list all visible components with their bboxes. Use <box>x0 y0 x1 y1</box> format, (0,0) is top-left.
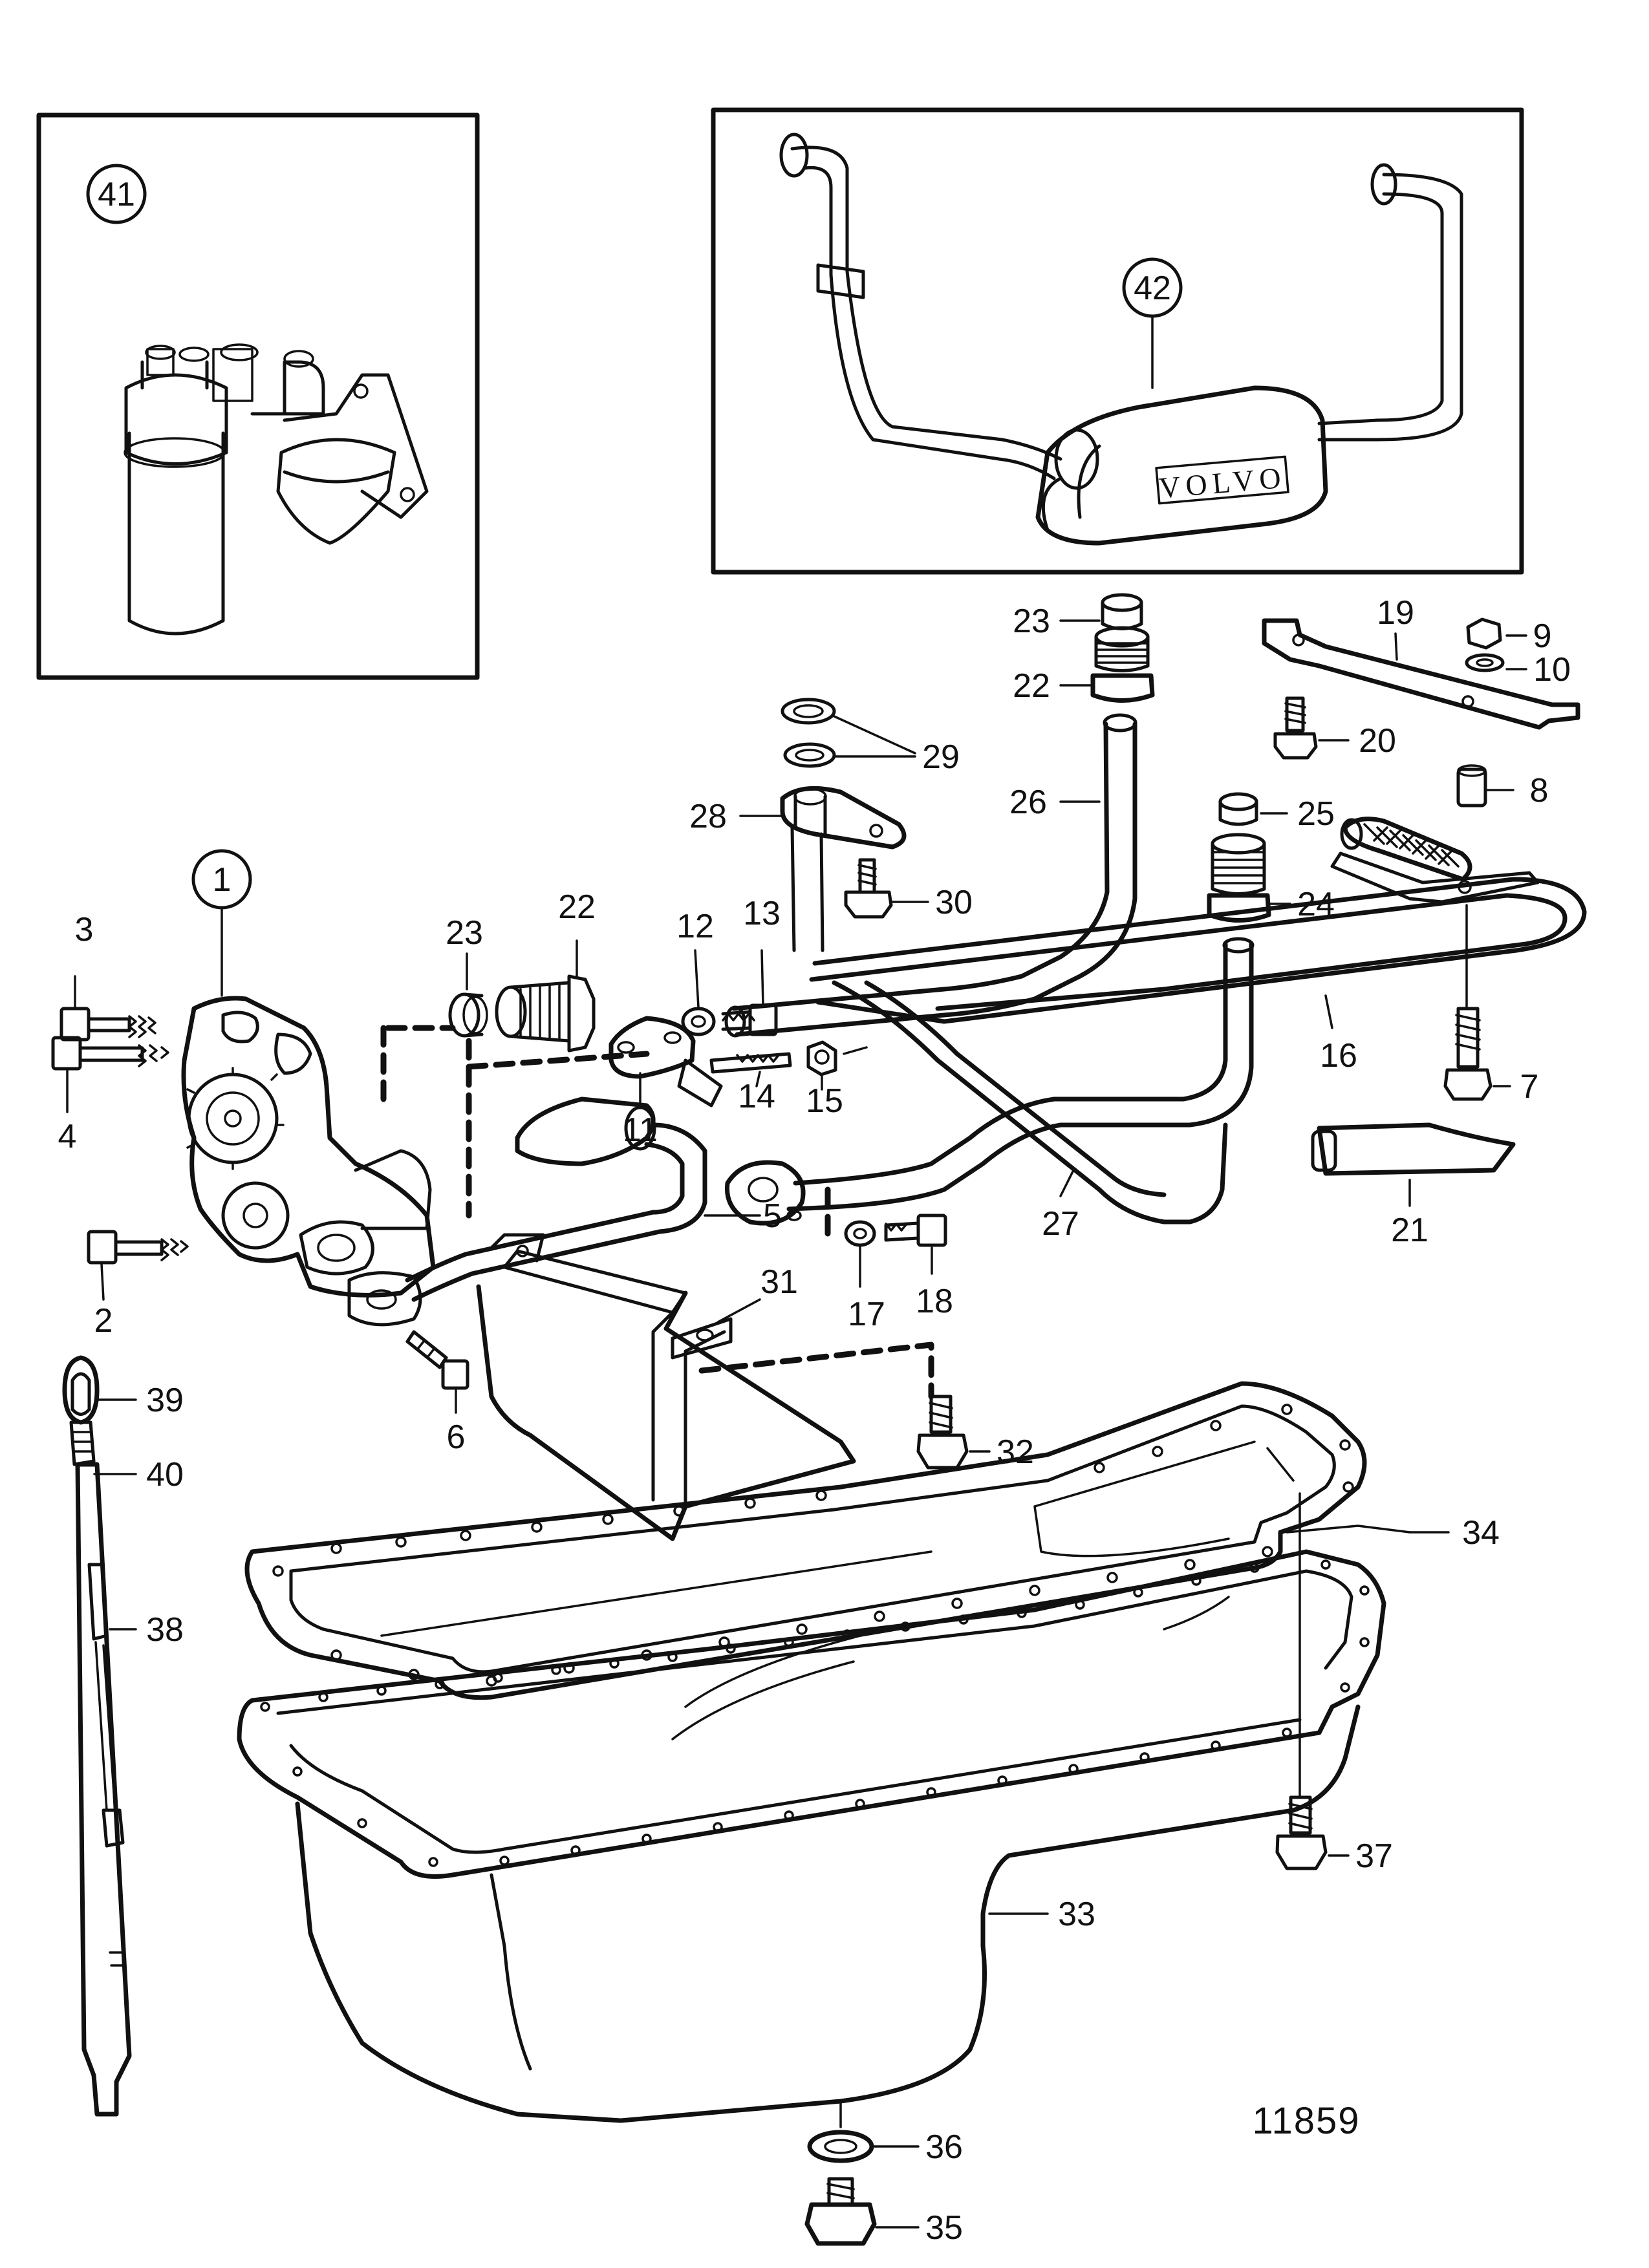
bolt-30: 30 <box>844 858 973 921</box>
callout-14: 14 <box>738 1078 775 1115</box>
callout-4: 4 <box>58 1118 77 1155</box>
union-fitting-22-right: 22 <box>1013 626 1155 705</box>
callout-40: 40 <box>146 1456 184 1493</box>
pipe-5-flange <box>347 1271 422 1327</box>
callout-27: 27 <box>1042 1205 1079 1243</box>
callout-17: 17 <box>848 1296 885 1333</box>
dipstick-assembly: 39 40 38 <box>62 1355 184 2117</box>
suction-pipe-5: 5 <box>347 1097 782 1327</box>
pump-gear-lower <box>221 1181 290 1250</box>
washers-29: 29 <box>781 698 960 776</box>
callout-10: 10 <box>1533 651 1571 689</box>
nut-9: 9 <box>1466 617 1552 655</box>
pipe-bracket-31: 31 <box>476 1249 856 1541</box>
seal-ring-23-left: 23 <box>446 914 488 1038</box>
callout-32: 32 <box>997 1433 1034 1471</box>
bolt-3: 3 <box>59 911 156 1042</box>
dipstick-tube-38 <box>75 1462 132 2117</box>
callout-6: 6 <box>447 1418 466 1456</box>
callout-33: 33 <box>1058 1896 1095 1933</box>
callout-2: 2 <box>94 1302 113 1340</box>
callout-12: 12 <box>676 908 714 945</box>
washer-36: 36 <box>807 2100 963 2166</box>
washer-12: 12 <box>676 908 716 1036</box>
callout-1: 1 <box>213 861 232 899</box>
callout-22-right: 22 <box>1013 667 1050 705</box>
dipstick-seal-40 <box>69 1420 96 1466</box>
bolt-18: 18 <box>884 1214 953 1320</box>
clamp-28: 28 <box>689 786 907 850</box>
callout-18: 18 <box>916 1283 953 1320</box>
callout-28: 28 <box>689 798 727 835</box>
callout-41: 41 <box>98 176 135 213</box>
callout-42: 42 <box>1134 270 1171 307</box>
inset-42-oil-cooler: 42 VOLVO <box>711 107 1524 575</box>
filter-canister <box>127 431 225 636</box>
washer-17: 17 <box>844 1220 885 1333</box>
inset-42-frame <box>711 107 1524 575</box>
stud-14: 14 <box>709 1052 792 1115</box>
nut-15: 15 <box>806 1040 868 1120</box>
callout-21: 21 <box>1391 1212 1428 1249</box>
callout-9: 9 <box>1533 617 1552 655</box>
washer-10: 10 <box>1465 651 1571 689</box>
cooler-body <box>1035 385 1328 546</box>
callout-16: 16 <box>1320 1037 1357 1075</box>
callout-35: 35 <box>925 2209 963 2247</box>
cooler-pipe-left <box>790 145 1062 461</box>
sealant-tube-21: 21 <box>1311 1122 1516 1249</box>
oil-pump-body <box>181 996 436 1298</box>
oil-pan-33: 33 <box>237 1549 1386 2123</box>
inset-41-oil-filter: 41 <box>36 112 480 680</box>
callout-38: 38 <box>146 1611 184 1649</box>
bolt-7: 7 <box>1443 904 1539 1106</box>
bolt-6: 6 <box>405 1330 469 1456</box>
callout-30: 30 <box>935 884 973 921</box>
callout-19: 19 <box>1377 594 1414 632</box>
cooler-pipe-right <box>1317 173 1463 442</box>
callout-34: 34 <box>1462 1514 1500 1552</box>
pipe-16: 16 <box>809 877 1587 1075</box>
protective-hose <box>1342 817 1472 882</box>
seal-ring-25: 25 <box>1218 792 1335 833</box>
suction-strainer <box>515 1097 656 1166</box>
callout-26: 26 <box>1009 784 1047 821</box>
filter-head <box>283 373 429 519</box>
callout-23-left: 23 <box>446 914 483 952</box>
callout-15: 15 <box>806 1082 843 1120</box>
bolt-37: 37 <box>1275 1492 1393 1875</box>
callout-29: 29 <box>922 738 960 776</box>
callout-23-right: 23 <box>1013 603 1050 640</box>
callout-circle-41 <box>86 164 147 224</box>
callout-36: 36 <box>925 2128 963 2166</box>
drain-plug-35: 35 <box>804 2177 963 2247</box>
seal-ring-23-right: 23 <box>1013 593 1143 640</box>
dipstick-handle-39 <box>62 1355 100 1425</box>
hose-sleeve-8: 8 <box>1330 764 1549 904</box>
callout-7: 7 <box>1520 1068 1539 1106</box>
callout-22-left: 22 <box>558 888 596 926</box>
bolt-2: 2 <box>87 1230 189 1340</box>
callout-5: 5 <box>763 1197 782 1235</box>
oil-pan-gasket-34: 34 <box>244 1381 1500 1700</box>
bolt-13: 13 <box>721 895 781 1036</box>
callout-39: 39 <box>146 1382 184 1419</box>
callout-31: 31 <box>760 1263 798 1301</box>
bolt-4: 4 <box>51 1036 169 1155</box>
oil-pump-assembly: 1 <box>181 849 436 1298</box>
callout-3: 3 <box>75 911 94 948</box>
callout-20: 20 <box>1359 722 1396 760</box>
pump-gear-upper <box>187 1073 279 1164</box>
bracket-19: 19 <box>1262 594 1580 730</box>
callout-13: 13 <box>743 895 781 932</box>
callout-8: 8 <box>1530 772 1549 809</box>
bolt-20: 20 <box>1273 696 1396 760</box>
callout-37: 37 <box>1355 1837 1393 1875</box>
alignment-dashes <box>380 1025 934 1400</box>
drawing-number: 11859 <box>1253 2100 1361 2142</box>
inset-41-frame <box>36 112 480 680</box>
callout-25: 25 <box>1297 795 1335 833</box>
union-fitting-22-left: 22 <box>495 888 596 1053</box>
